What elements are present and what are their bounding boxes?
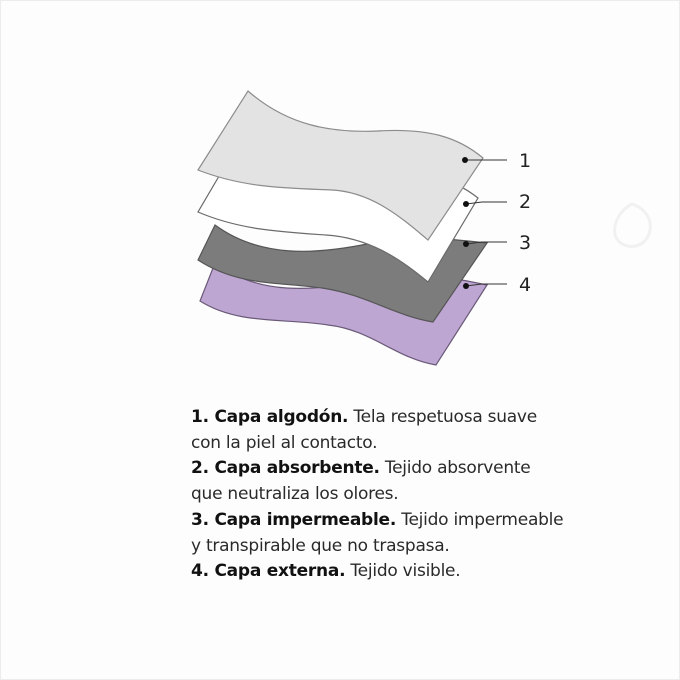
legend-entry-3: 3. Capa impermeable. Tejido impermeable …: [191, 508, 611, 559]
layer-number-3: 3: [519, 232, 531, 254]
layer-legend: 1. Capa algodón. Tela respetuosa suave c…: [191, 405, 611, 585]
leader-dot-3: [463, 241, 469, 247]
legend-text-3a: Tejido impermeable: [396, 509, 564, 530]
layer-diagram: 1 2 3 4: [197, 90, 531, 366]
layer-number-4: 4: [519, 274, 531, 296]
leader-line-3: [465, 241, 507, 245]
legend-title-1: 1. Capa algodón.: [191, 407, 349, 427]
legend-entry-2: 2. Capa absorbente. Tejido absorvente qu…: [191, 456, 611, 507]
legend-title-4: 4. Capa externa.: [191, 561, 346, 582]
leader-dot-4: [463, 283, 469, 289]
leader-line-4: [465, 283, 507, 287]
layer-number-2: 2: [519, 191, 531, 213]
legend-title-2: 2. Capa absorbente.: [191, 458, 380, 479]
leader-line-2: [465, 201, 507, 205]
legend-text-4a: Tejido visible.: [345, 561, 461, 582]
layer-1-sheet: [197, 90, 484, 241]
legend-text-3b: y transpirable que no traspasa.: [191, 535, 450, 556]
legend-entry-1: 1. Capa algodón. Tela respetuosa suave c…: [191, 405, 611, 456]
legend-text-2b: que neutraliza los olores.: [191, 484, 399, 505]
faint-logo-watermark: [613, 202, 652, 248]
legend-title-3: 3. Capa impermeable.: [191, 509, 397, 530]
layer-number-1: 1: [519, 150, 531, 172]
legend-text-1a: Tela respetuosa suave: [348, 407, 537, 427]
legend-text-2a: Tejido absorvente: [379, 458, 531, 479]
legend-text-1b: con la piel al contacto.: [191, 432, 378, 453]
leader-dot-2: [463, 201, 469, 207]
legend-entry-4: 4. Capa externa. Tejido visible.: [191, 559, 611, 585]
leader-dot-1: [462, 157, 468, 163]
